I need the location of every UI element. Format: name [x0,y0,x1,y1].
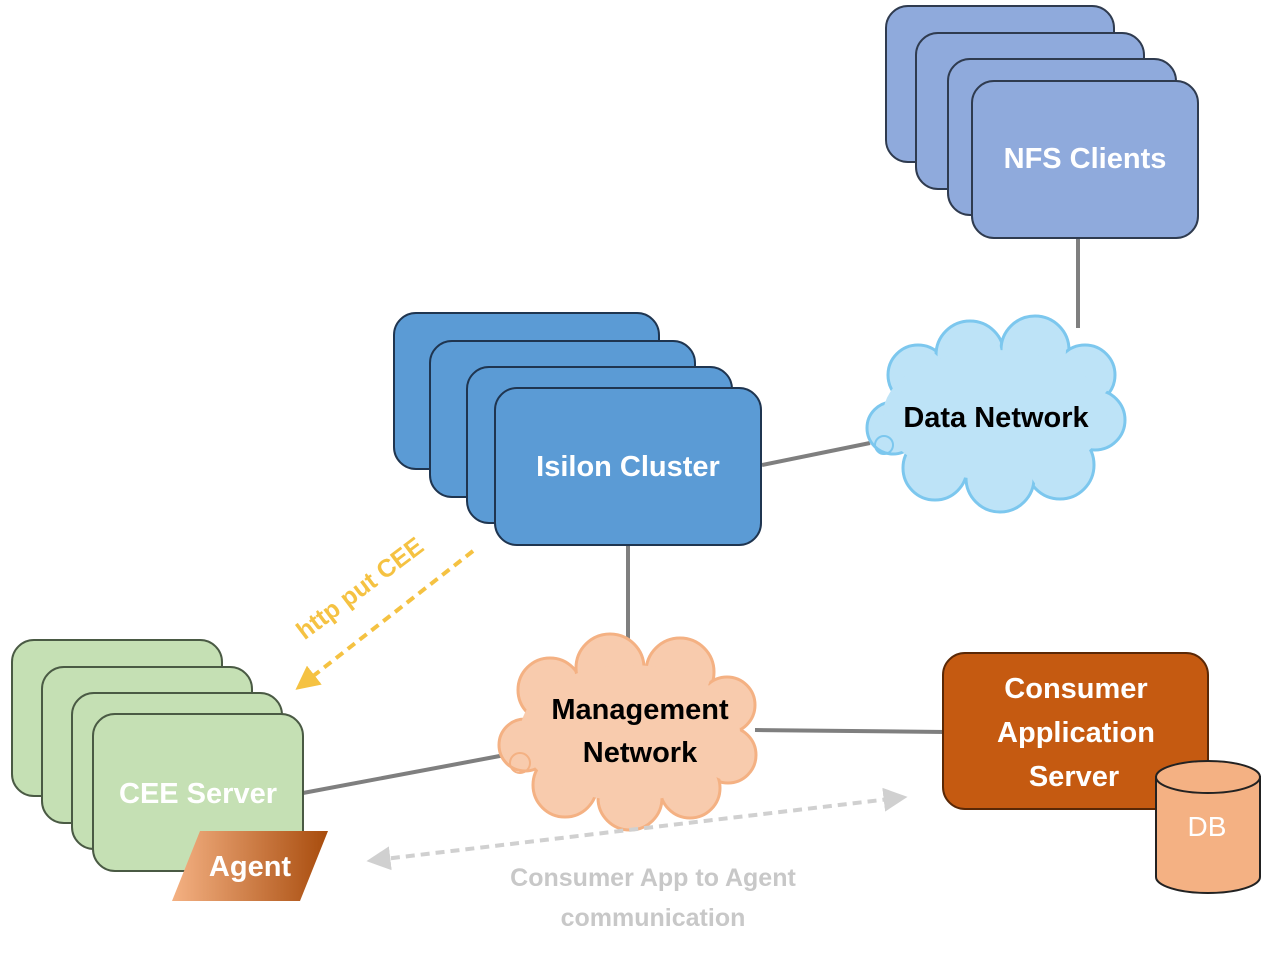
nfs-clients-stack: NFS Clients [885,5,1199,239]
db-top [1155,760,1261,794]
isilon-node-front [494,387,762,546]
consumer-to-agent-label-line1: Consumer App to Agent [510,864,796,892]
db-body [1155,776,1261,894]
consumer-to-agent-label-line2: communication [561,904,746,932]
http-put-cee-edge: http put CEE [291,532,475,690]
consumer-app-server-label-line2: Application [997,717,1155,749]
consumer-app-server-node: Consumer Application Server [942,652,1209,810]
management-network-cloud: Management Network [497,632,758,832]
consumer-to-agent-edge: Consumer App to Agent communication [366,787,908,932]
nfs-client-box-front [971,80,1199,239]
isilon-cluster-stack: Isilon Cluster [393,312,762,546]
nfs-clients-label: NFS Clients [1004,143,1167,175]
management-network-label-line1: Management [551,694,729,726]
edge-cee-to-management [302,753,506,795]
consumer-to-agent-arrow [366,787,908,871]
consumer-app-server-box [942,652,1209,810]
consumer-app-server-label-line1: Consumer [1004,673,1147,705]
connection-lines [302,238,1080,795]
agent-node: Agent [172,831,328,901]
edge-isilon-to-data-network [761,441,871,467]
management-network-label-line2: Network [583,737,698,769]
http-put-label: http put CEE [291,532,429,645]
db-label: DB [1188,811,1227,842]
http-put-arrow [295,549,475,690]
db-cylinder: DB [1155,760,1261,894]
data-network-label: Data Network [903,402,1089,434]
agent-shape [172,831,328,901]
data-network-cloud: Data Network [865,314,1127,514]
consumer-app-server-label-line3: Server [1029,761,1119,793]
cee-server-label: CEE Server [119,778,277,810]
isilon-cluster-label: Isilon Cluster [536,451,720,483]
agent-label: Agent [209,851,292,883]
edge-management-to-consumer [754,728,946,734]
